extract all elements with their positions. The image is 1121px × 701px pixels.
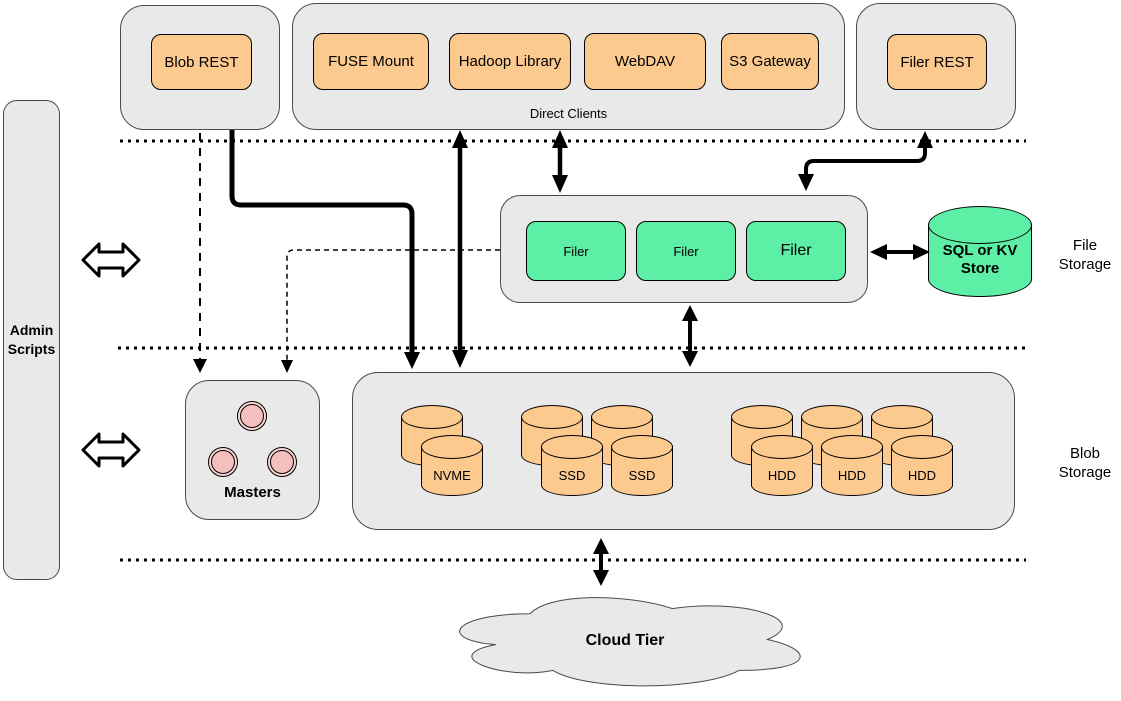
arrow-clients-blobstorage bbox=[452, 130, 468, 368]
node-fuse-mount: FUSE Mount bbox=[313, 33, 429, 90]
cylinder-top bbox=[611, 435, 673, 459]
volume-cylinder-ssd: SSD bbox=[611, 435, 673, 498]
node-filer-1: Filer bbox=[526, 221, 626, 281]
cylinder-top bbox=[521, 405, 583, 429]
master-node-icon bbox=[237, 401, 267, 431]
node-label: S3 Gateway bbox=[729, 53, 811, 70]
admin-sync-arrow-icon bbox=[81, 242, 141, 278]
admin-scripts-label: Admin Scripts bbox=[7, 322, 56, 357]
node-label: FUSE Mount bbox=[328, 53, 414, 70]
node-label: Filer REST bbox=[900, 53, 974, 71]
volume-label: SSD bbox=[558, 468, 586, 483]
node-label: Filer bbox=[563, 243, 589, 259]
node-filer-3: Filer bbox=[746, 221, 846, 281]
node-blob-rest: Blob REST bbox=[151, 34, 252, 90]
masters-group: Masters bbox=[185, 380, 320, 520]
volume-label: HDD bbox=[837, 468, 867, 483]
sql-kv-store-cylinder: SQL or KV Store bbox=[928, 206, 1032, 299]
arrow-filer-sqlstore bbox=[870, 244, 930, 260]
dashed-arrow-blobrest-to-masters bbox=[193, 133, 207, 373]
master-node-icon bbox=[208, 447, 238, 477]
arrow-clients-filer bbox=[552, 130, 568, 193]
blob-rest-group: Blob REST bbox=[120, 5, 280, 130]
direct-clients-caption: Direct Clients bbox=[529, 106, 608, 121]
blob-storage-tier-label: Blob Storage bbox=[1058, 445, 1112, 481]
master-node-icon bbox=[267, 447, 297, 477]
cylinder-top bbox=[928, 206, 1032, 244]
volume-cylinder-hdd: HDD bbox=[751, 435, 813, 498]
cloud-tier-label: Cloud Tier bbox=[585, 632, 665, 649]
volume-label: HDD bbox=[767, 468, 797, 483]
masters-label: Masters bbox=[224, 484, 281, 501]
cylinder-top bbox=[731, 405, 793, 429]
filer-rest-group: Filer REST bbox=[856, 3, 1016, 130]
cylinder-top bbox=[401, 405, 463, 429]
admin-sync-arrow-icon bbox=[81, 432, 141, 468]
admin-scripts-panel: Admin Scripts bbox=[3, 100, 60, 580]
volume-label: SSD bbox=[628, 468, 656, 483]
cloud-icon bbox=[459, 597, 801, 687]
cylinder-top bbox=[871, 405, 933, 429]
cylinder-top bbox=[891, 435, 953, 459]
file-storage-tier-label: File Storage bbox=[1058, 237, 1112, 273]
blob-storage-group: NVME SSD SSD HDD HDD HDD bbox=[352, 372, 1015, 530]
node-label: Filer bbox=[673, 243, 699, 259]
volume-cylinder-hdd: HDD bbox=[891, 435, 953, 498]
node-label: Filer bbox=[780, 242, 812, 259]
cylinder-top bbox=[421, 435, 483, 459]
cylinder-top bbox=[801, 405, 863, 429]
node-filer-rest: Filer REST bbox=[887, 34, 987, 90]
cylinder-top bbox=[821, 435, 883, 459]
node-label: Blob REST bbox=[164, 53, 239, 71]
master-node-core bbox=[240, 404, 264, 428]
direct-clients-group: FUSE Mount Hadoop Library WebDAV S3 Gate… bbox=[292, 3, 845, 130]
cylinder-top bbox=[591, 405, 653, 429]
arrow-filer-blobstorage bbox=[682, 305, 698, 367]
volume-cylinder-ssd: SSD bbox=[541, 435, 603, 498]
dashed-arrow-filer-to-masters bbox=[281, 249, 500, 373]
filer-cluster-group: Filer Filer Filer bbox=[500, 195, 868, 303]
node-label: WebDAV bbox=[614, 53, 676, 70]
sql-kv-store-label: SQL or KV Store bbox=[942, 242, 1018, 277]
arrow-blobstorage-cloud bbox=[593, 538, 609, 586]
cloud-tier-shape: Cloud Tier bbox=[435, 588, 815, 693]
node-label: Hadoop Library bbox=[458, 53, 562, 70]
node-filer-2: Filer bbox=[636, 221, 736, 281]
volume-cylinder-nvme: NVME bbox=[421, 435, 483, 498]
node-hadoop-library: Hadoop Library bbox=[449, 33, 571, 90]
arrow-blobrest-to-blobstorage bbox=[229, 130, 420, 369]
node-s3-gateway: S3 Gateway bbox=[721, 33, 819, 90]
volume-cylinder-hdd: HDD bbox=[821, 435, 883, 498]
master-node-core bbox=[211, 450, 235, 474]
arrow-filerrest-filer bbox=[798, 131, 933, 191]
volume-label: HDD bbox=[907, 468, 937, 483]
cylinder-top bbox=[751, 435, 813, 459]
node-webdav: WebDAV bbox=[584, 33, 706, 90]
cylinder-top bbox=[541, 435, 603, 459]
volume-label: NVME bbox=[433, 468, 471, 483]
master-node-core bbox=[270, 450, 294, 474]
